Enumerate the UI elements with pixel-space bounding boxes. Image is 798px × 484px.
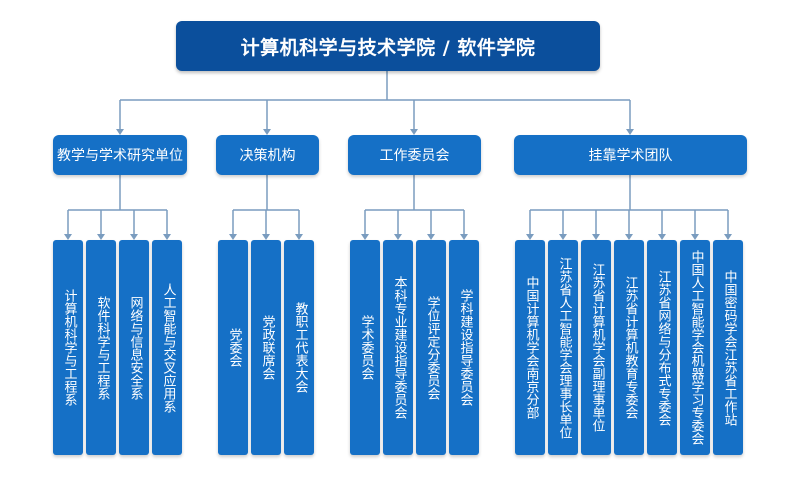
connector-arrow [592,234,600,240]
leaf-js-ai-society: 江苏省人工智能学会理事长单位 [548,240,578,455]
connector-arrow [116,129,124,135]
leaf-network-security: 网络与信息安全系 [119,240,149,455]
leaf-software-engineering: 软件科学与工程系 [86,240,116,455]
connector-arrow [559,234,567,240]
leaf-staff-congress: 教职工代表大会 [284,240,314,455]
connector-arrow [460,234,468,240]
connector-arrow [295,234,303,240]
connector-arrow [361,234,369,240]
connector-arrow [262,234,270,240]
leaf-academic-committee: 学术委员会 [350,240,380,455]
leaf-js-network-distributed: 江苏省网络与分布式专委会 [647,240,677,455]
connector-arrow [410,129,418,135]
leaf-party-committee: 党委会 [218,240,248,455]
connector-arrow [626,129,634,135]
category-teaching-research: 教学与学术研究单位 [53,135,187,175]
connector-arrow [163,234,171,240]
connector-arrow [97,234,105,240]
leaf-js-computer-society: 江苏省计算机学会副理事单位 [581,240,611,455]
leaf-discipline-guidance: 学科建设指导委员会 [449,240,479,455]
leaf-joint-meeting: 党政联席会 [251,240,281,455]
leaf-cacr-jiangsu: 中国密码学会江苏省工作站 [713,240,743,455]
leaf-caai-machine-learning: 中国人工智能学会机器学习专委会 [680,240,710,455]
connector-arrow [130,234,138,240]
connector-arrow [724,234,732,240]
leaf-degree-committee: 学位评定分委员会 [416,240,446,455]
category-decision: 决策机构 [216,135,319,175]
connector-arrow [394,234,402,240]
connector-arrow [658,234,666,240]
connector-arrow [625,234,633,240]
connector-arrow [229,234,237,240]
connector-arrow [526,234,534,240]
root-node: 计算机科学与技术学院 / 软件学院 [176,21,600,71]
leaf-ai-interdisciplinary: 人工智能与交叉应用系 [152,240,182,455]
category-affiliated-teams: 挂靠学术团队 [514,135,747,175]
leaf-undergrad-guidance: 本科专业建设指导委员会 [383,240,413,455]
connector-arrow [691,234,699,240]
leaf-cs-engineering: 计算机科学与工程系 [53,240,83,455]
connector-arrow [64,234,72,240]
connector-arrow [427,234,435,240]
connector-arrow [263,129,271,135]
leaf-js-cs-education: 江苏省计算机教育专委会 [614,240,644,455]
category-working-committee: 工作委员会 [348,135,481,175]
leaf-ccf-nanjing: 中国计算机学会南京分部 [515,240,545,455]
